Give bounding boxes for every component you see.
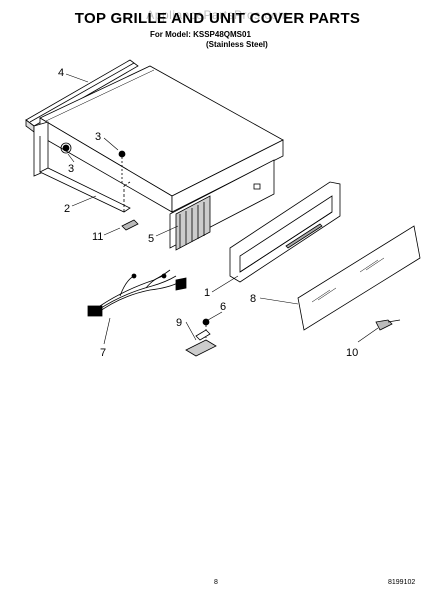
- leader-lines: [65, 73, 379, 345]
- callout-8: 8: [250, 293, 256, 305]
- callout-1: 1: [204, 287, 210, 299]
- part-9-bracket: [185, 329, 217, 357]
- part-7-wire-harness: [87, 269, 187, 317]
- callout-3-side: 3: [68, 163, 74, 175]
- finish-line: (Stainless Steel): [206, 40, 268, 49]
- page-number: 8: [214, 579, 218, 586]
- part-2-unit-cover: [33, 65, 284, 213]
- document-number: 8199102: [388, 579, 416, 586]
- part-3-screw-top: [118, 150, 126, 184]
- callout-2: 2: [64, 203, 70, 215]
- callout-7: 7: [100, 347, 106, 359]
- callout-3-top: 3: [95, 131, 101, 143]
- part-5-top-grille: [169, 159, 275, 251]
- part-10-clip: [375, 319, 401, 331]
- model-line: For Model: KSSP48QMS01: [150, 30, 251, 39]
- callout-10: 10: [346, 347, 358, 359]
- part-1-grille-frame: [229, 181, 341, 283]
- part-3-screw-side: [60, 142, 72, 154]
- callout-4: 4: [58, 67, 64, 79]
- callout-11: 11: [92, 231, 103, 243]
- watermark-text: AppliancePartsPros.com: [146, 8, 289, 22]
- part-11-clip: [121, 219, 139, 231]
- part-8-stainless-panel: [297, 225, 421, 331]
- part-4-rear-rail: [25, 59, 139, 133]
- page-title: TOP GRILLE AND UNIT COVER PARTS: [74, 10, 361, 27]
- part-6-screw: [202, 318, 210, 338]
- callout-6: 6: [220, 301, 226, 313]
- callout-5: 5: [148, 233, 154, 245]
- callout-9: 9: [176, 317, 182, 329]
